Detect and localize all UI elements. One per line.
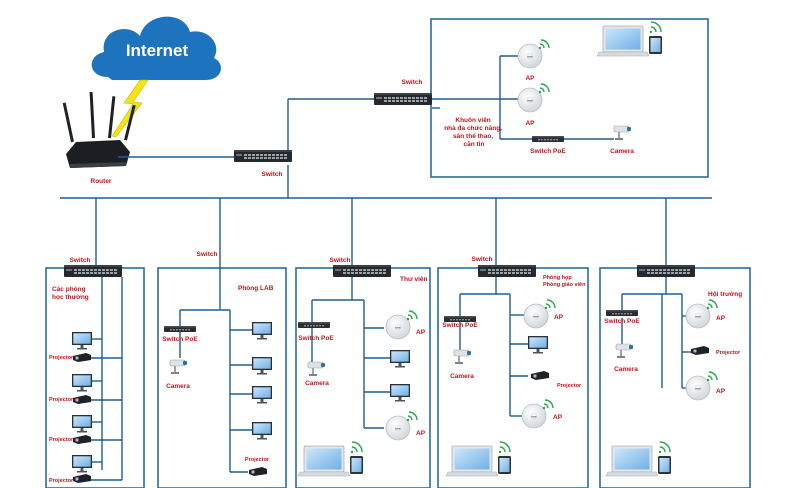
room4-ap-1-label: AP (554, 314, 564, 321)
room1-projector-label-2: Projector (49, 397, 74, 403)
room3-poe-label: Switch PoE (298, 335, 334, 342)
room4-camera-label: Camera (450, 373, 474, 380)
room2-title: Phòng LAB (238, 285, 274, 292)
room3-camera-label: Camera (305, 380, 329, 387)
room5-switch (637, 265, 695, 277)
room-classrooms: Switch Các phòng học thường Projector Pr… (45, 257, 145, 488)
room2-switch-label: Switch (197, 251, 218, 258)
room4-ap-2-label: AP (553, 414, 563, 421)
room1-switch (64, 265, 122, 277)
room3-switch (333, 265, 391, 277)
room4-laptop (445, 441, 512, 477)
room-library: Switch Thư viện Switch PoE Camera AP AP (295, 257, 431, 488)
room1-title: Các phòng học thường (52, 286, 89, 301)
router (62, 91, 136, 168)
room5-projector-label: Projector (716, 350, 741, 356)
room-meeting: Switch Phòng họp Phòng giáo viên Switch … (437, 256, 589, 488)
campus-switch-label: Switch (402, 79, 423, 86)
room1-device-rows (72, 332, 122, 483)
room3-poe-switch (298, 322, 330, 328)
room5-laptop (605, 441, 672, 477)
room5-ap-1-label: AP (716, 315, 726, 322)
campus-camera-label: Camera (610, 148, 634, 155)
room4-poe-label: Switch PoE (442, 322, 478, 329)
campus-area-label: Khuôn viên nhà đa chức năng, sân thể tha… (444, 117, 504, 148)
room4-title: Phòng họp Phòng giáo viên (543, 275, 586, 288)
room3-ap-2-label: AP (416, 430, 426, 437)
room5-title: Hội trường (708, 291, 742, 298)
room-hall: Hội trường Switch PoE Camera AP Projecto… (599, 265, 751, 488)
room5-poe-switch (606, 310, 638, 316)
room2-camera-label: Camera (166, 383, 190, 390)
lightning-bolt-icon (111, 79, 149, 138)
room1-projector-label-1: Projector (49, 355, 74, 361)
router-label: Router (91, 178, 112, 185)
room5-ap-2-label: AP (716, 388, 726, 395)
room4-projector-label: Projector (557, 383, 582, 389)
room4-switch-label: Switch (472, 256, 493, 263)
campus-switch (374, 93, 432, 105)
room3-title: Thư viện (400, 276, 427, 283)
campus-ap-1-label: AP (525, 75, 535, 82)
internet-label: Internet (126, 41, 189, 60)
campus-ap-2-label: AP (525, 120, 535, 127)
room3-laptop (297, 441, 364, 477)
backbone-lines (60, 98, 712, 266)
campus-laptop (596, 21, 663, 57)
room1-projector-label-3: Projector (49, 437, 74, 443)
room2-projector-label: Projector (245, 457, 270, 463)
room5-poe-label: Switch PoE (604, 318, 640, 325)
room2-poe-label: Switch PoE (162, 336, 198, 343)
campus-poe-switch (532, 136, 564, 142)
room4-switch (478, 265, 536, 277)
room5-camera-label: Camera (614, 366, 638, 373)
core-switch-label: Switch (262, 171, 283, 178)
room3-ap-1-label: AP (416, 329, 426, 336)
campus-poe-label: Switch PoE (530, 148, 566, 155)
room3-switch-label: Switch (330, 257, 351, 264)
room2-poe-switch (164, 326, 196, 332)
campus-group: Switch AP AP Switch PoE Camera Khuôn viê… (374, 18, 709, 178)
room-lab: Switch Phòng LAB Switch PoE Camera Proje… (157, 251, 287, 488)
room1-projector-label-4: Projector (49, 478, 74, 484)
internet-cloud: Internet (91, 16, 221, 81)
room1-switch-label: Switch (70, 257, 91, 264)
core-switch (234, 150, 292, 162)
